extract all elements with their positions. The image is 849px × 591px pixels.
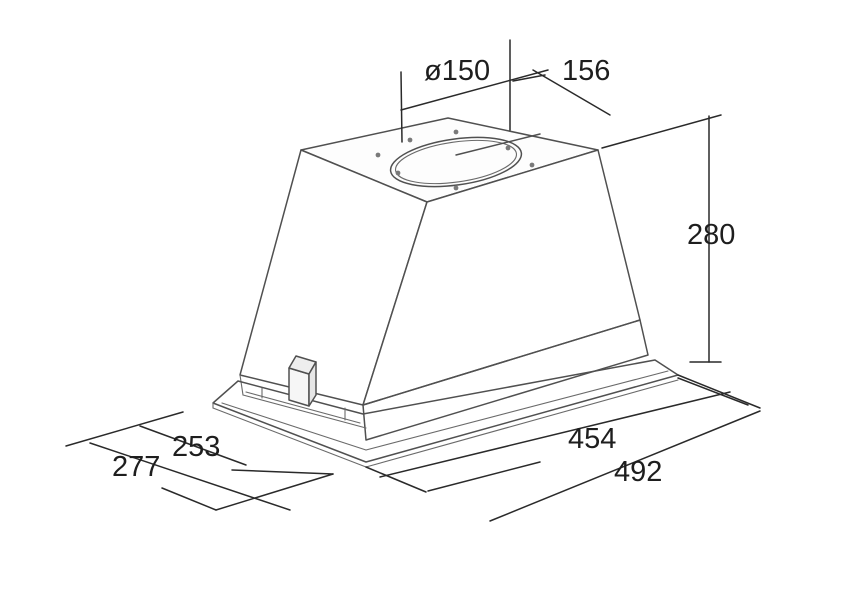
outlet-ring-inner [394, 139, 518, 185]
dim-outlet-ext-left [400, 71, 403, 143]
screw-hole [529, 162, 535, 168]
screw-hole [375, 152, 381, 158]
label-outlet-offset: 156 [562, 55, 610, 87]
screw-hole [407, 137, 413, 143]
dim-depth-ext-top [65, 411, 184, 447]
dim-height: 280 [601, 114, 735, 363]
dim-offset-line [532, 69, 611, 116]
mounting-frame [212, 359, 679, 468]
rail-tick [245, 391, 361, 424]
hood-front-band [362, 319, 649, 441]
dim-width-inner-line [379, 391, 731, 478]
label-height: 280 [687, 219, 735, 251]
dim-width-ext-right-a [677, 377, 749, 406]
frame-inner-edge [221, 402, 367, 451]
frame-side-edge-3 [365, 379, 679, 468]
dim-depth-inner-line [139, 425, 247, 466]
dim-depth: 253 277 [65, 411, 334, 511]
dim-depth-ext-bottom-a [161, 487, 217, 511]
dim-width-ext-left-b [427, 461, 541, 492]
dim-depth-outer-line [89, 442, 291, 511]
control-box [288, 355, 317, 407]
screw-hole [505, 145, 511, 151]
dim-width: 454 492 [365, 374, 761, 522]
label-inner-depth: 253 [172, 431, 220, 463]
dim-width-ext-left-a [365, 466, 427, 493]
dim-height-ext-top [601, 114, 722, 149]
label-outer-depth: 277 [112, 451, 160, 483]
hood-left-band-edge-2 [242, 394, 367, 429]
outlet-ring [389, 136, 523, 188]
control-box-side [308, 361, 317, 407]
hood-left-band-edge [239, 374, 244, 396]
screw-hole [453, 185, 459, 191]
frame-inner-edge-2 [365, 370, 669, 451]
dim-outlet-line [400, 69, 549, 111]
outlet-collar [375, 129, 541, 191]
frame-side-edge-2 [212, 407, 367, 468]
dim-outlet: ø150 156 [400, 39, 611, 143]
outlet-center-mark [455, 133, 541, 156]
label-inner-width: 454 [568, 423, 616, 455]
dim-width-ext-right-b [677, 374, 761, 409]
hood-body [239, 117, 649, 441]
label-outer-width: 492 [614, 456, 662, 488]
frame-outline [212, 359, 679, 463]
label-outlet-diameter: ø150 [424, 55, 490, 87]
screw-hole [453, 129, 459, 135]
dim-depth-ext-bottom-b [215, 473, 334, 511]
dim-offset-ext [512, 74, 546, 82]
dim-width-outer-line [489, 410, 761, 522]
screw-hole [395, 170, 401, 176]
dim-depth-ext-bottom-c [231, 469, 334, 475]
